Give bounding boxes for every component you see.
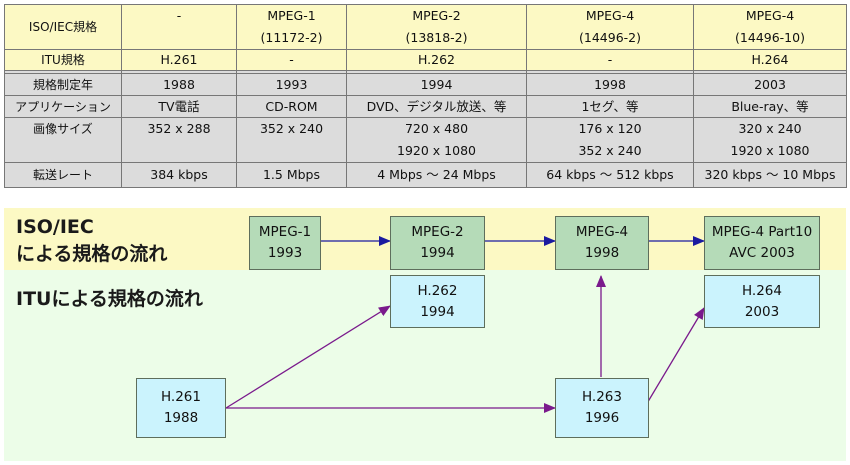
cell-app-2: DVD、デジタル放送、等 (346, 95, 527, 118)
table-row-rate: 転送レート 384 kbps 1.5 Mbps 4 Mbps 〜 24 Mbps… (4, 162, 847, 188)
table-row-iso: ISO/IEC規格 - MPEG-1(11172-2) MPEG-2(13818… (4, 4, 847, 50)
table-row-year: 規格制定年 1988 1993 1994 1998 2003 (4, 73, 847, 96)
cell-rate-1: 1.5 Mbps (236, 162, 347, 188)
row-label-rate: 転送レート (4, 162, 122, 188)
row-label-iso: ISO/IEC規格 (4, 4, 122, 50)
spec-table: ISO/IEC規格 - MPEG-1(11172-2) MPEG-2(13818… (4, 4, 847, 188)
cell-itu-4: H.264 (693, 49, 847, 71)
cell-app-0: TV電話 (121, 95, 237, 118)
arrow-h263-to-h264 (645, 307, 705, 406)
cell-size-1: 352 x 240 (236, 117, 347, 163)
cell-iso-2: MPEG-2(13818-2) (346, 4, 527, 50)
cell-iso-1: MPEG-1(11172-2) (236, 4, 347, 50)
row-label-application: アプリケーション (4, 95, 122, 118)
cell-year-1: 1993 (236, 73, 347, 96)
cell-itu-3: - (526, 49, 694, 71)
iso-flow-title: ISO/IEC による規格の流れ (16, 216, 168, 265)
cell-itu-1: - (236, 49, 347, 71)
row-label-itu: ITU規格 (4, 49, 122, 71)
table-row-itu: ITU規格 H.261 - H.262 - H.264 (4, 49, 847, 71)
cell-rate-0: 384 kbps (121, 162, 237, 188)
cell-rate-4: 320 kbps 〜 10 Mbps (693, 162, 847, 188)
row-label-year: 規格制定年 (4, 73, 122, 96)
cell-year-0: 1988 (121, 73, 237, 96)
cell-iso-3: MPEG-4(14496-2) (526, 4, 694, 50)
cell-rate-3: 64 kbps 〜 512 kbps (526, 162, 694, 188)
table-row-application: アプリケーション TV電話 CD-ROM DVD、デジタル放送、等 1セグ、等 … (4, 95, 847, 118)
cell-year-2: 1994 (346, 73, 527, 96)
cell-year-4: 2003 (693, 73, 847, 96)
cell-year-3: 1998 (526, 73, 694, 96)
flow-arrows (225, 236, 705, 413)
cell-iso-0: - (121, 4, 237, 50)
cell-app-3: 1セグ、等 (526, 95, 694, 118)
cell-size-0: 352 x 288 (121, 117, 237, 163)
cell-itu-2: H.262 (346, 49, 527, 71)
cell-itu-0: H.261 (121, 49, 237, 71)
arrow-h261-to-h262 (225, 305, 391, 409)
itu-flow-title: ITUによる規格の流れ (16, 288, 203, 310)
cell-app-1: CD-ROM (236, 95, 347, 118)
cell-iso-4: MPEG-4(14496-10) (693, 4, 847, 50)
cell-app-4: Blue-ray、等 (693, 95, 847, 118)
cell-rate-2: 4 Mbps 〜 24 Mbps (346, 162, 527, 188)
row-label-size: 画像サイズ (4, 117, 122, 163)
